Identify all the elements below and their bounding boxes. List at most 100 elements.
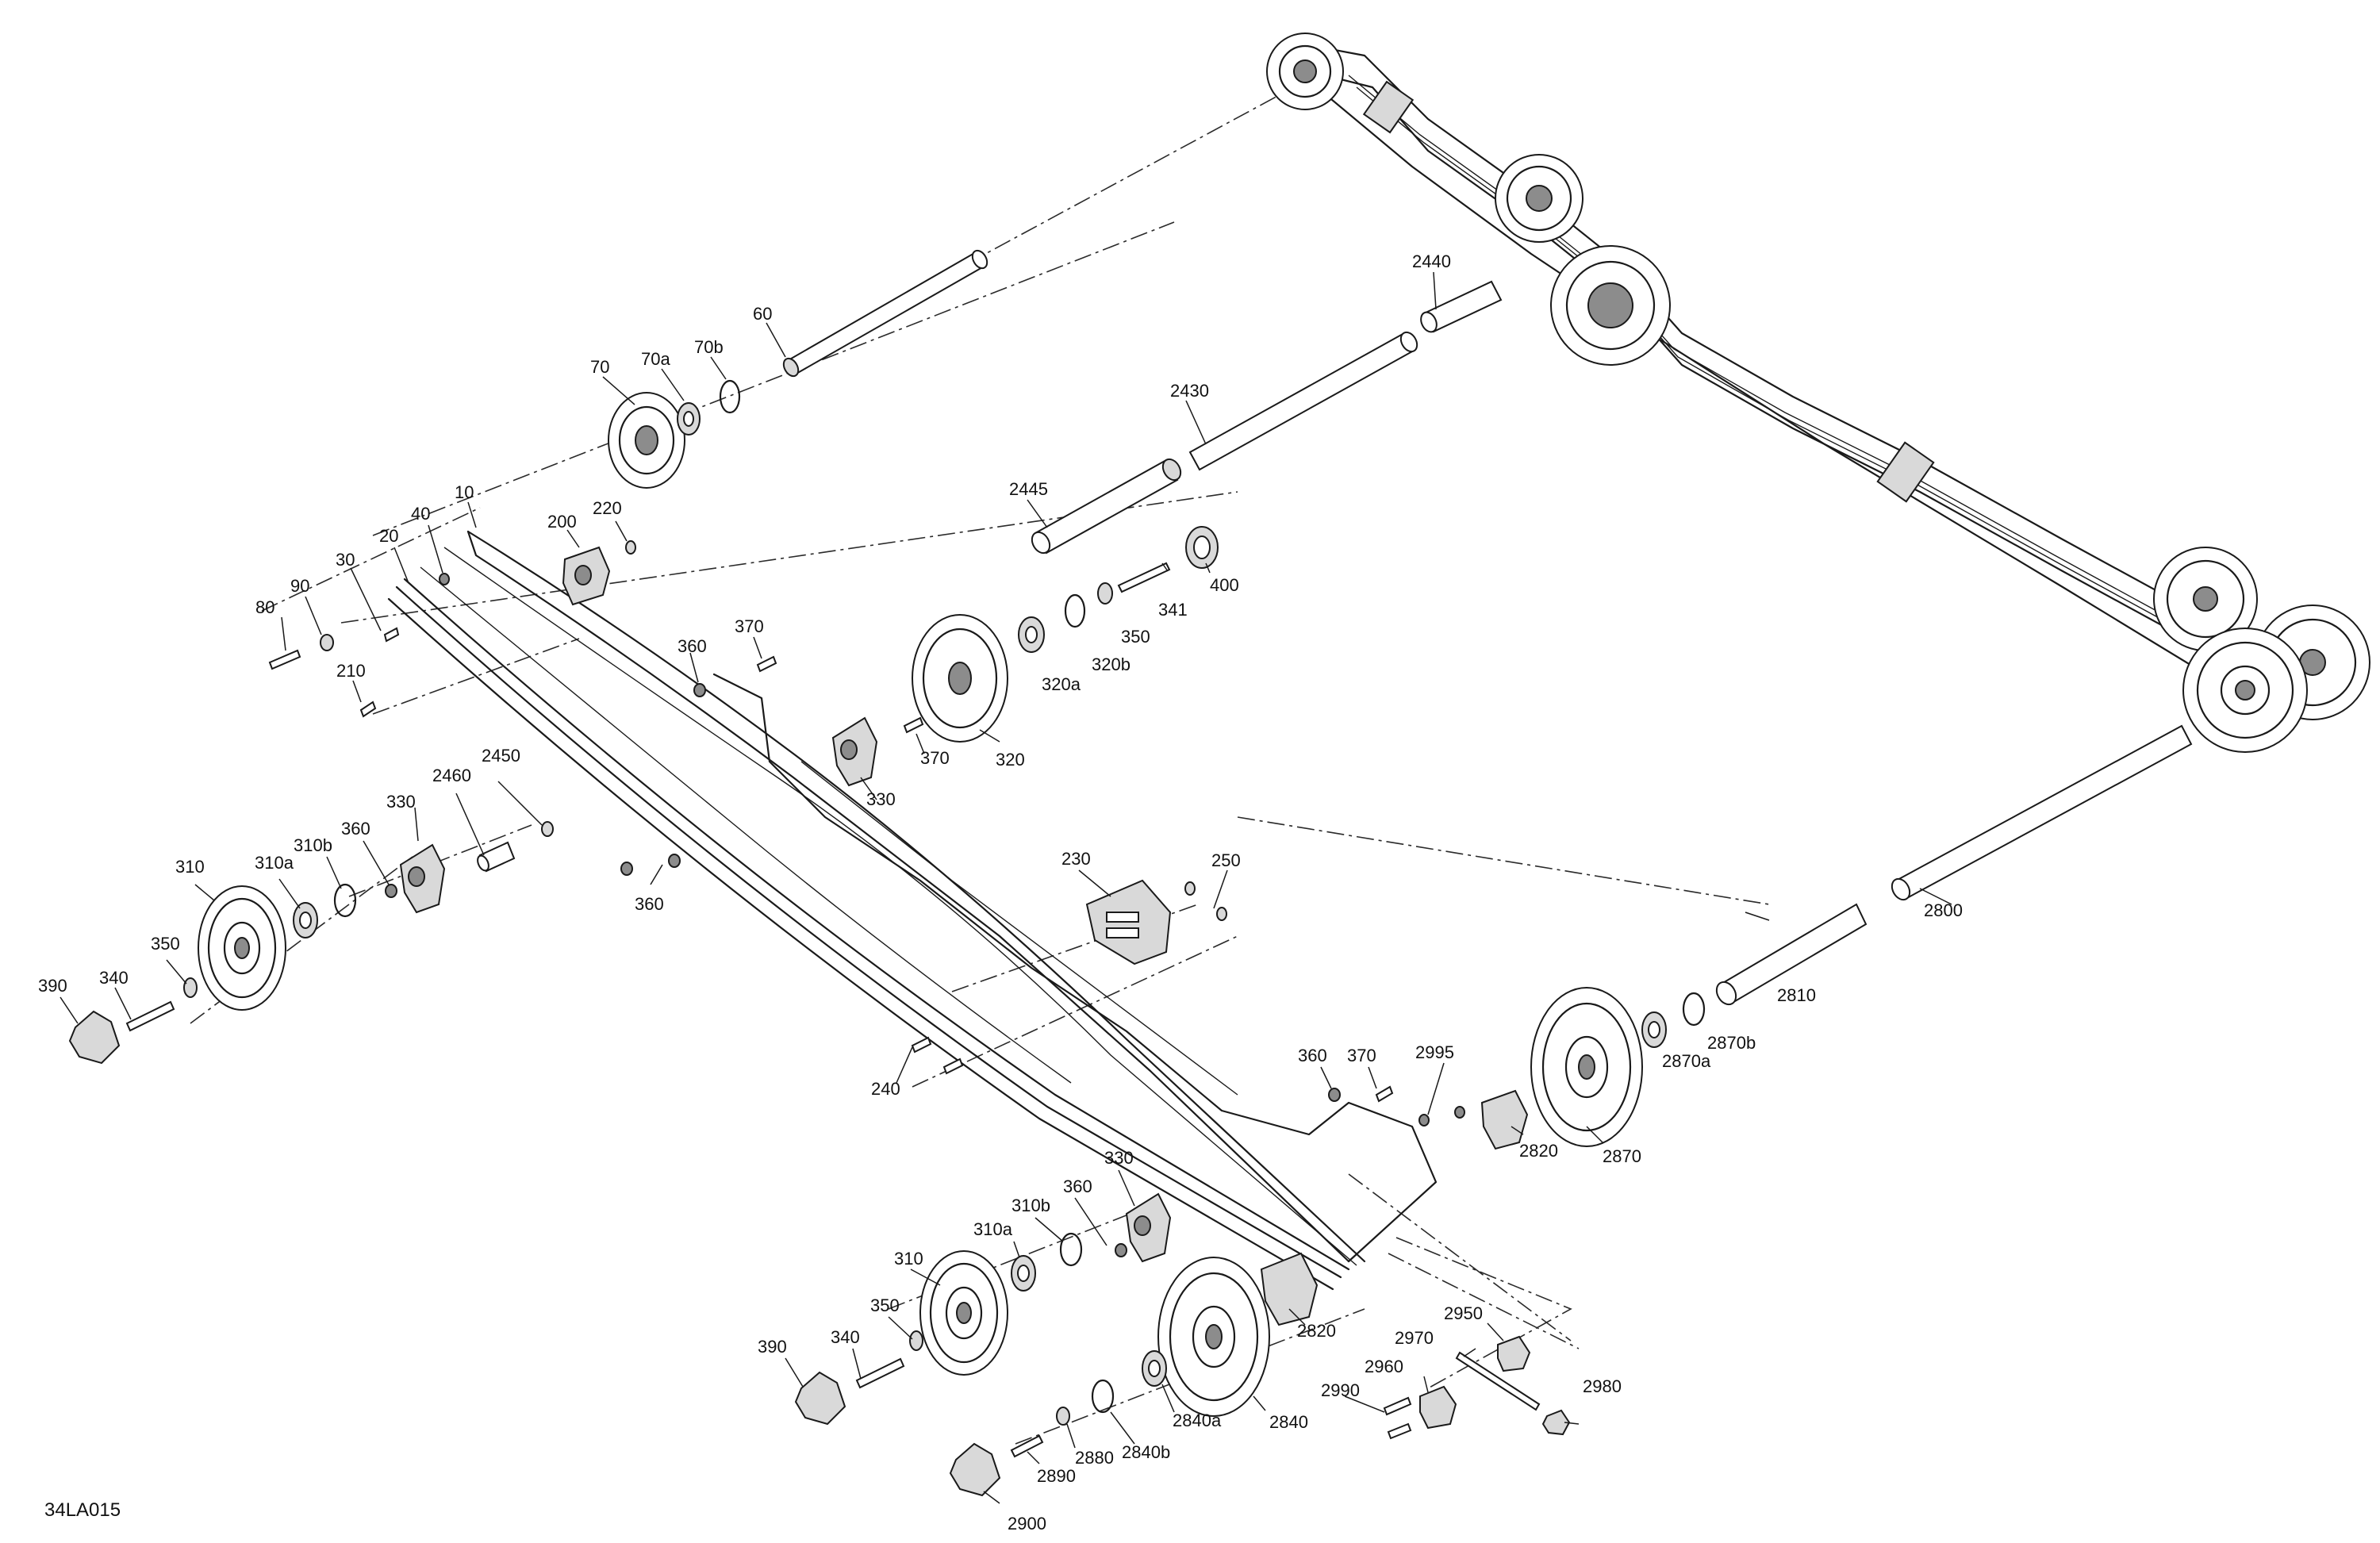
hub-390-bottom [794, 1371, 846, 1426]
small-fasteners [268, 540, 1571, 1440]
label-10: 10 [455, 482, 474, 502]
shaft-2810 [1715, 903, 1868, 1006]
nut-40 [439, 573, 450, 585]
label-350-top: 350 [151, 934, 180, 954]
label-2840b: 2840b [1122, 1442, 1170, 1462]
shaft-2440 [1420, 280, 1503, 333]
bracket-2960 [1419, 1385, 1457, 1430]
bracket-330-bottom [1125, 1192, 1172, 1263]
label-370-a: 370 [735, 616, 764, 636]
bolt-80 [268, 649, 301, 670]
label-390-top: 390 [38, 976, 67, 996]
label-2890: 2890 [1037, 1466, 1076, 1486]
leader-lines [60, 271, 1952, 1504]
bolt-340-top [125, 1000, 175, 1032]
washer-250-b [1216, 907, 1227, 921]
label-330-left: 330 [386, 792, 416, 812]
ring-320b [1064, 593, 1086, 628]
label-370-b: 370 [920, 748, 950, 768]
bolt-240-b [942, 1057, 964, 1075]
label-2445: 2445 [1009, 479, 1048, 499]
label-390-bottom: 390 [758, 1337, 787, 1357]
diagram-code: 34LA015 [44, 1499, 121, 1521]
label-210: 210 [336, 661, 366, 681]
label-350-bottom: 350 [870, 1295, 900, 1315]
frame-wheel-mid-upper [1495, 154, 1583, 243]
label-320: 320 [996, 750, 1025, 770]
label-360-d: 360 [1298, 1046, 1327, 1065]
bearing-2840a [1142, 1350, 1167, 1387]
label-90: 90 [290, 576, 309, 596]
label-2900: 2900 [1008, 1514, 1046, 1533]
washer-90 [320, 634, 334, 651]
label-350-right: 350 [1121, 627, 1150, 647]
cap-400 [1185, 526, 1219, 569]
shaft-2430 [1188, 331, 1418, 471]
label-360-c: 360 [635, 894, 664, 914]
label-2820-lower: 2820 [1297, 1321, 1336, 1341]
label-360-a: 360 [678, 636, 707, 656]
bolt-370-b [903, 716, 924, 734]
label-360-b: 360 [341, 819, 370, 839]
label-310-bottom: 310 [894, 1249, 923, 1269]
shaft-60 [782, 249, 988, 378]
ring-2840b [1091, 1379, 1115, 1414]
wheel-2870 [1530, 987, 1643, 1147]
bearing-70a [677, 402, 701, 436]
hub-390-top [68, 1010, 121, 1065]
ring-310b-top [333, 883, 357, 918]
washer-2880 [1056, 1407, 1070, 1426]
washer-2450 [541, 821, 554, 837]
label-70b: 70b [694, 337, 724, 357]
part-labels: 10 20 40 30 60 70 70a 70b 80 90 200 210 … [38, 251, 1963, 1533]
label-2870: 2870 [1603, 1146, 1641, 1166]
label-2430: 2430 [1170, 381, 1209, 401]
label-2950: 2950 [1444, 1303, 1483, 1323]
label-340-bottom: 340 [831, 1327, 860, 1347]
bolt-240-a [911, 1036, 932, 1054]
washer-350-right [1097, 582, 1113, 605]
ring-70b [719, 379, 741, 414]
label-2440: 2440 [1412, 251, 1451, 271]
pin-2460 [477, 841, 516, 873]
bearing-2870a [1641, 1011, 1667, 1048]
label-330-mid: 330 [866, 789, 896, 809]
wheel-70 [608, 392, 685, 489]
rail-spacer-middle [1876, 441, 1935, 503]
nut-2995-a [1418, 1114, 1430, 1127]
label-40: 40 [411, 504, 430, 524]
label-2820-upper: 2820 [1519, 1141, 1558, 1161]
frame-rail-right [1299, 42, 2302, 708]
nut-360-e [1328, 1088, 1341, 1102]
label-341: 341 [1158, 600, 1188, 620]
label-30: 30 [336, 550, 355, 570]
label-240: 240 [871, 1079, 900, 1099]
label-2800: 2800 [1924, 900, 1963, 920]
bolt-2890 [1010, 1434, 1044, 1458]
nut-2995-b [1454, 1106, 1465, 1119]
label-310-top: 310 [175, 857, 205, 877]
wheel-310-top [198, 885, 286, 1011]
screw-30 [383, 627, 400, 643]
nut-360-c [620, 862, 633, 876]
bearing-310a-bottom [1011, 1255, 1036, 1292]
label-320b: 320b [1092, 654, 1130, 674]
wheel-2840 [1157, 1257, 1270, 1417]
nut-360-a [693, 683, 706, 697]
rail-spacer-top [1362, 80, 1415, 134]
label-320a: 320a [1042, 674, 1081, 694]
label-400: 400 [1210, 575, 1239, 595]
screw-210 [359, 700, 377, 718]
bracket-2820-upper [1480, 1089, 1529, 1150]
label-2995: 2995 [1415, 1042, 1454, 1062]
label-20: 20 [379, 526, 398, 546]
nut-360-b [385, 884, 397, 898]
ring-310b-bottom [1059, 1232, 1083, 1267]
bracket-2950 [1497, 1335, 1531, 1372]
label-2810: 2810 [1777, 985, 1816, 1005]
frame-wheel-mid-lower [1550, 245, 1671, 366]
shaft-2445 [1031, 458, 1182, 555]
rod-2970 [1455, 1351, 1541, 1411]
label-360-e: 360 [1063, 1176, 1092, 1196]
